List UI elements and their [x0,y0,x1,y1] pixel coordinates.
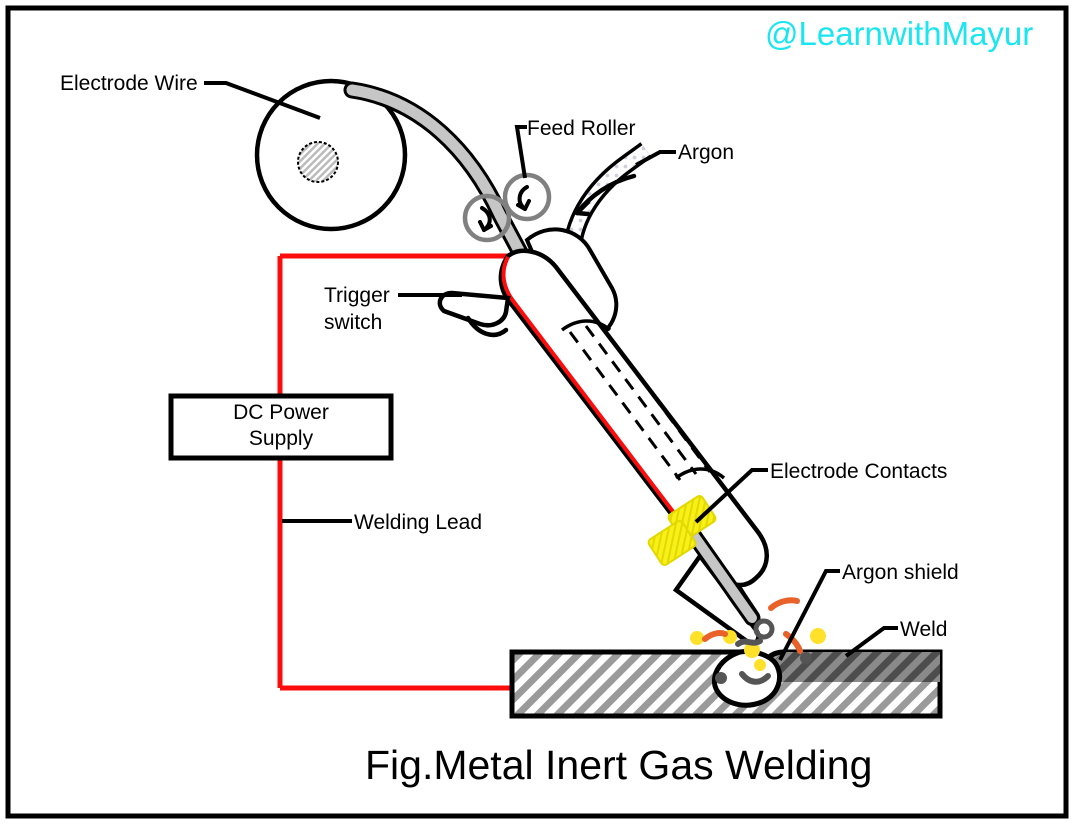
leader-argon [635,150,676,167]
torch-inner-dash-2 [584,325,698,475]
wire-spool [254,78,408,232]
weld-spatter [690,597,826,685]
label-argon: Argon [678,141,734,164]
spatter-dot-5 [754,659,766,671]
spatter-arc-2 [702,630,728,642]
feed-roller-lower-arrowhead [478,220,493,232]
torch-seam-lower [674,467,726,480]
spatter-dark-dot-2 [715,672,727,684]
mig-torch [437,227,769,646]
argon-flow-arrow-head [574,199,591,217]
workpiece [509,649,943,719]
spatter-arc-3 [783,631,803,654]
leader-argon-shield [778,569,840,661]
watermark: @LearnwithMayur [765,15,1033,52]
torch-seam-upper [560,319,612,332]
spatter-dot-3 [744,642,760,658]
label-trigger-switch-line2: switch [324,311,382,334]
leader-weld [844,626,898,658]
trigger-hook[interactable] [465,315,509,338]
spatter-arc-1 [768,597,800,611]
label-welding-lead: Welding Lead [354,511,482,534]
spatter-dark-dot-1 [800,652,812,664]
spatter-dot-4 [810,628,826,644]
spool-hub [297,141,339,183]
weld-bead [762,652,940,682]
spatter-ring [753,618,775,640]
dc-power-supply: DC Power Supply [168,393,394,461]
leader-lines [204,81,898,661]
leader-electrode-wire [204,81,321,120]
feed-roller-upper [502,172,552,222]
label-feed-roller: Feed Roller [527,117,636,140]
dc-power-supply-box [168,393,394,461]
trigger-handle[interactable] [437,290,511,328]
welding-lead-circuit [277,253,512,691]
figure-border [5,5,1069,819]
label-electrode-wire: Electrode Wire [60,72,198,95]
torch-internal-lead [501,256,692,536]
feed-roller-upper-arrowhead [516,199,531,211]
label-trigger-switch-line1: Trigger [324,284,390,307]
leader-electrode-contacts [694,468,768,524]
label-argon-shield: Argon shield [842,561,959,584]
spatter-dot-1 [690,631,704,645]
dc-power-label-line1: DC Power [233,401,329,424]
feed-roller-lower [462,193,512,243]
leader-feed-roller [514,125,527,179]
spatter-squiggle-1 [735,638,763,647]
electrode-contact-lower [647,520,697,566]
torch-inner-dash-3 [598,323,712,473]
nozzle-wire-fill [685,525,757,623]
label-electrode-contacts: Electrode Contacts [770,460,947,483]
label-weld: Weld [900,618,947,641]
figure-caption: Fig.Metal Inert Gas Welding [365,742,872,788]
torch-barrel [498,248,769,588]
torch-inner-dash-1 [568,331,682,481]
feed-rollers [462,172,552,243]
spatter-squiggle-2 [739,671,771,685]
dc-power-label-line2: Supply [249,427,314,450]
